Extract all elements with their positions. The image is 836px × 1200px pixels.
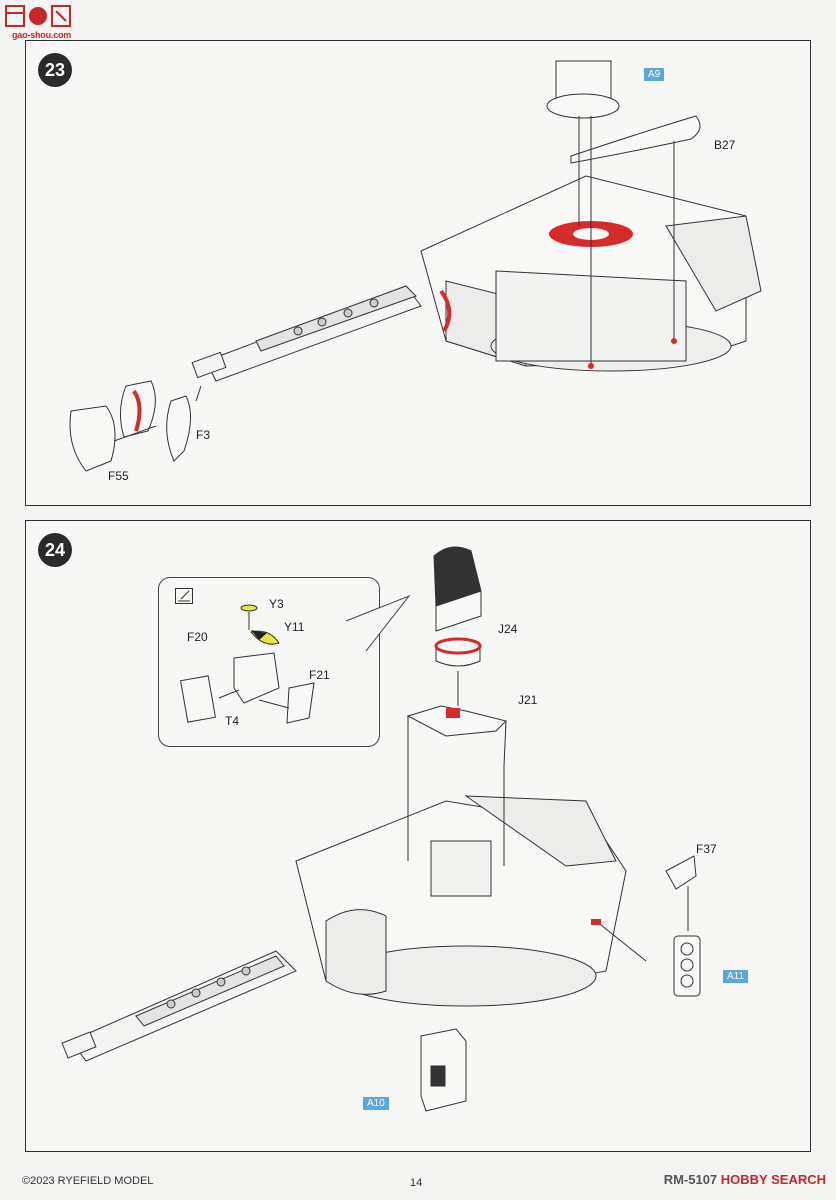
part-label-f21: F21 [309,668,330,682]
part-label-f37: F37 [696,842,717,856]
part-label-j24: J24 [498,622,518,636]
detail-inset: Y3 Y11 F20 F21 T4 [158,577,380,747]
step-23-drawing [69,60,762,472]
part-label-f55: F55 [108,469,129,483]
hobby-search-logo: HOBBY SEARCH [720,1172,826,1187]
part-label-f3: F3 [196,428,211,442]
part-label-y11: Y11 [284,620,305,634]
part-label-f20: F20 [187,630,208,644]
part-label-a11: A11 [723,970,749,983]
watermark-logo: gao-shou.com [4,4,74,40]
step-number: 24 [38,533,72,567]
part-label-a10: A10 [363,1097,389,1110]
part-label-a9: A9 [644,68,665,81]
step-number: 23 [38,53,72,87]
footer-brand: RM-5107 HOBBY SEARCH [664,1172,826,1187]
part-label-t4: T4 [225,714,240,728]
step-24-panel: 24 Y3 Y11 F20 F21 T4 [25,520,811,1152]
copyright: ©2023 RYEFIELD MODEL [22,1175,154,1187]
watermark-text: gao-shou.com [12,30,72,40]
step-23-panel: 23 [25,40,811,506]
glue-icon [175,588,193,604]
product-code: RM-5107 [663,1172,718,1187]
step-24-drawing [61,546,701,1112]
inset-drawing [179,604,315,724]
page-number: 14 [410,1177,423,1189]
part-label-j21: J21 [518,693,538,707]
part-label-b27: B27 [714,138,736,152]
part-label-y3: Y3 [269,597,284,611]
